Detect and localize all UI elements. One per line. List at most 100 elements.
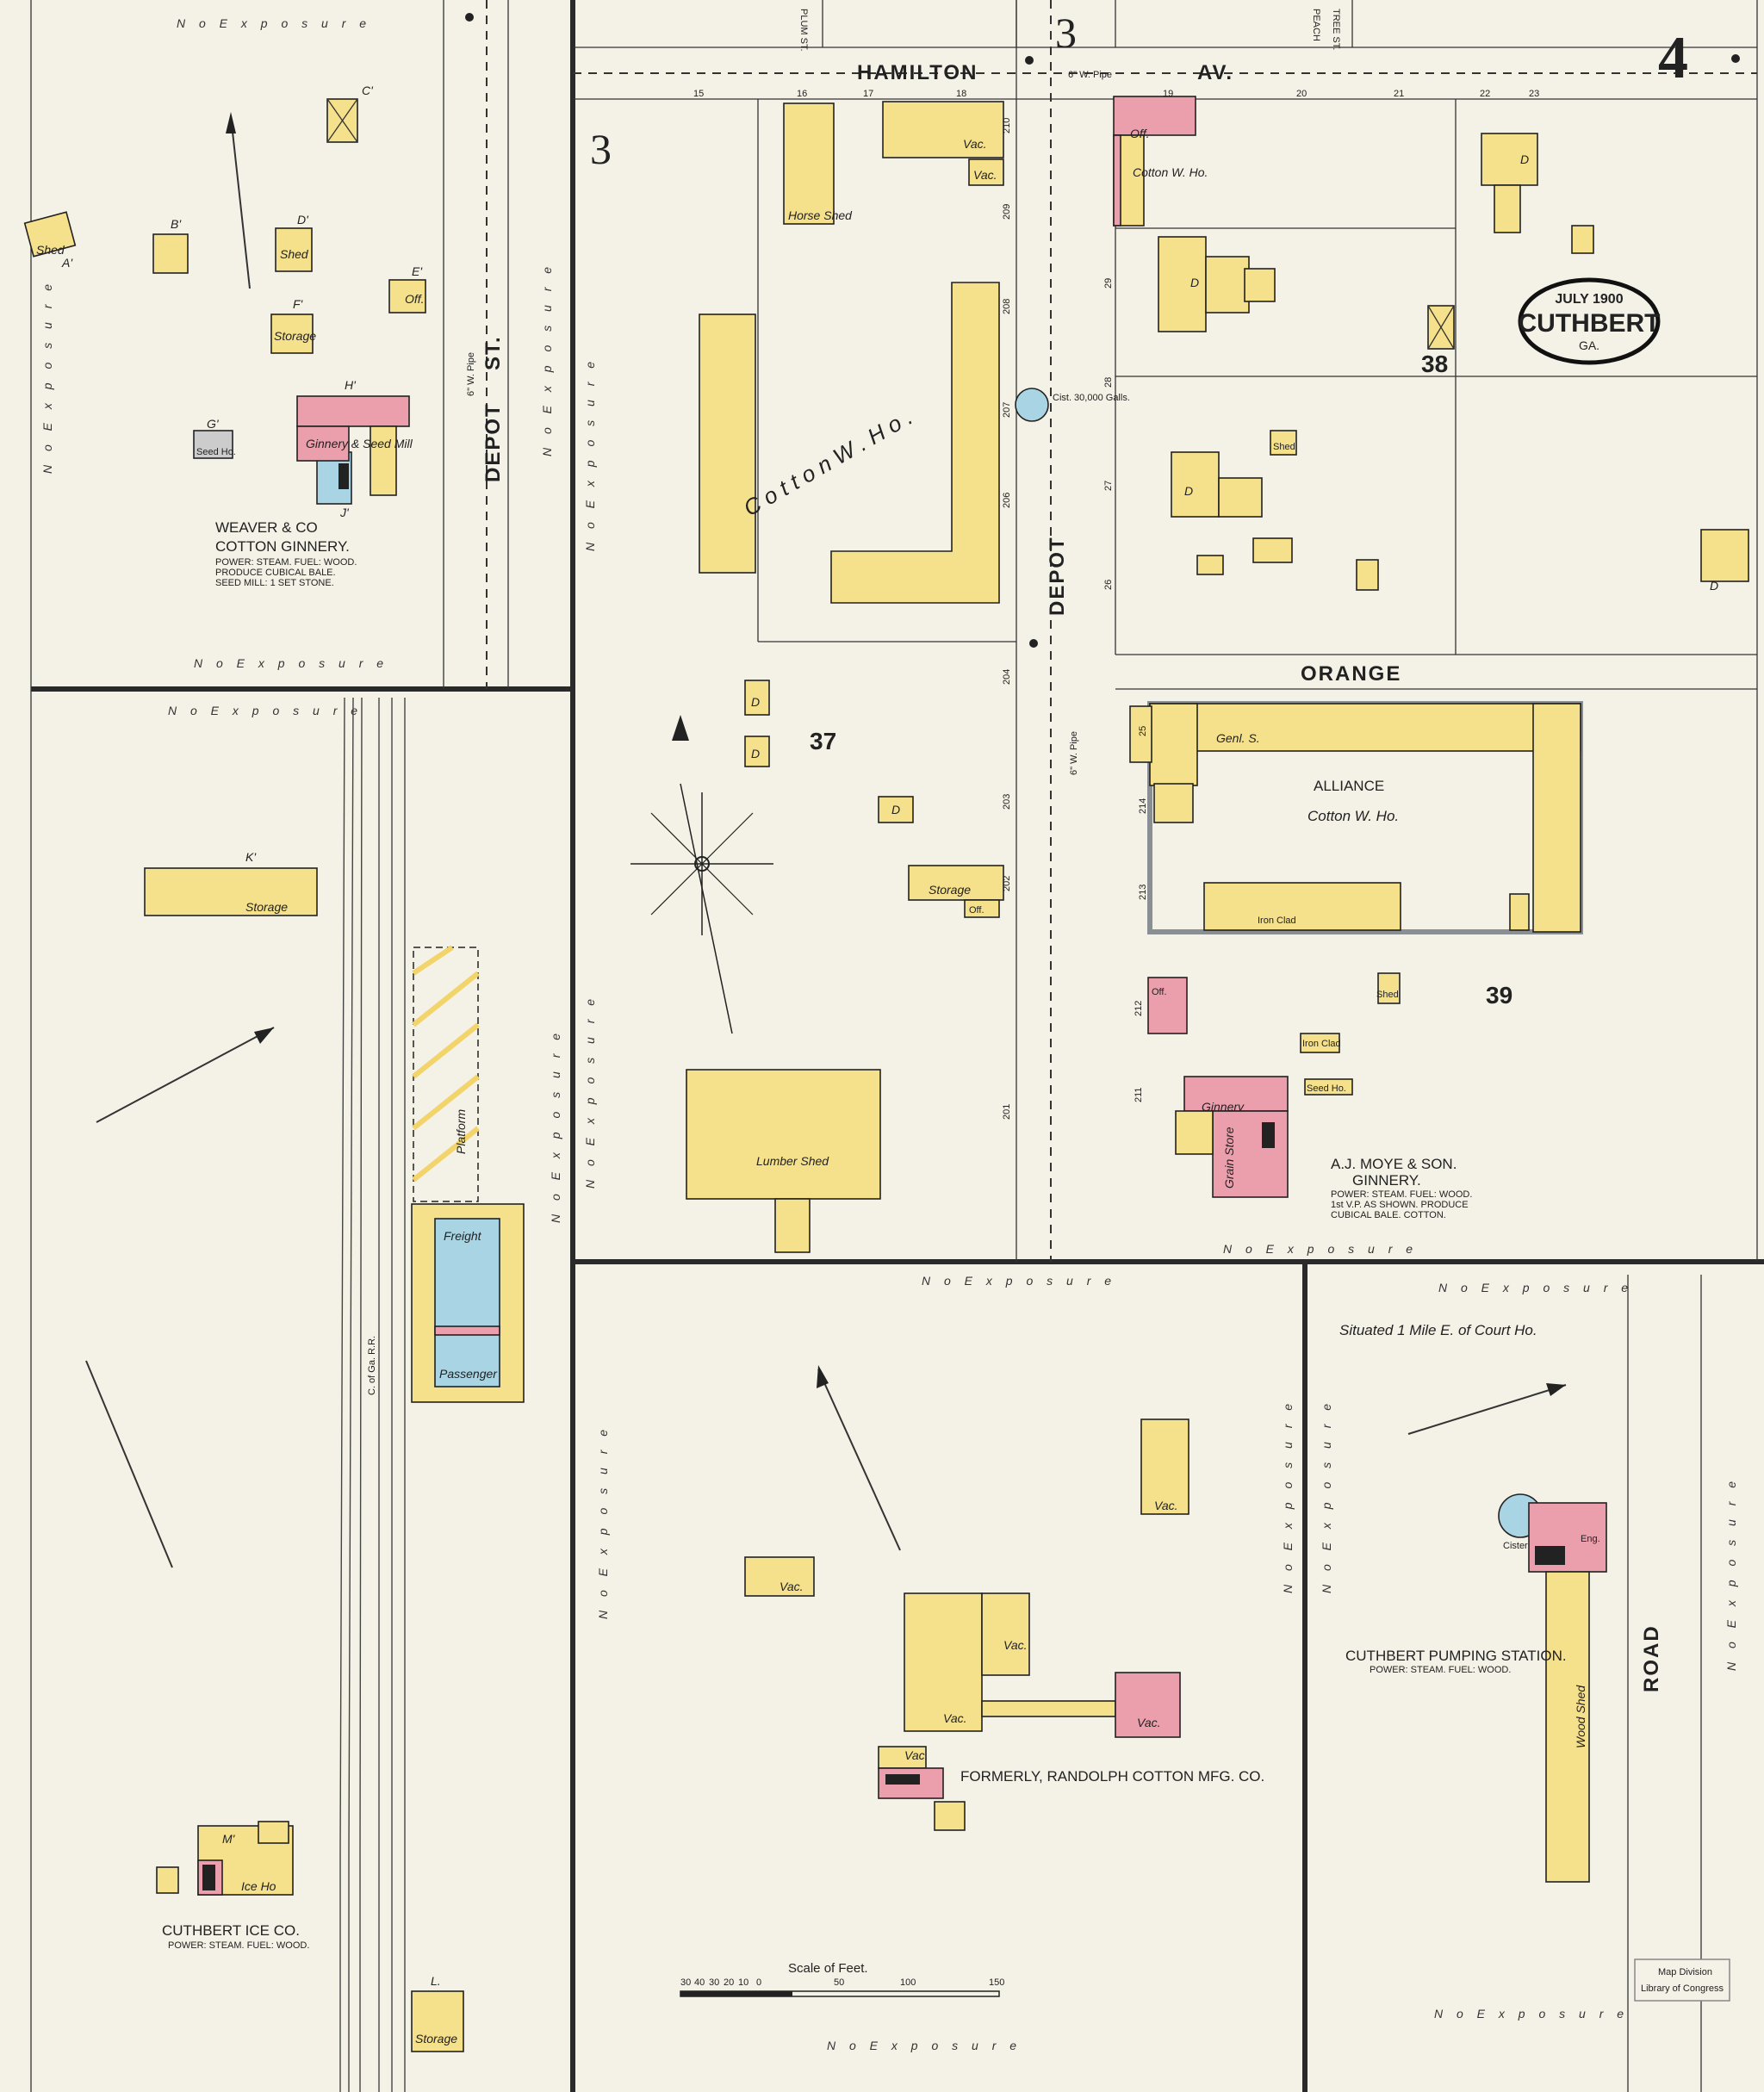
weaver-seed-ho-label: Seed Ho. [196,447,236,457]
weaver-off-label: Off. [405,292,425,306]
compass-needle [680,783,733,1034]
randolph-north-arrow-head [817,1365,829,1388]
randolph-main-label: Vac. [943,1711,967,1725]
loc-stamp-line1: Map Division [1658,1967,1712,1977]
passenger-label: Passenger [439,1367,498,1381]
weaver-notes-2: PRODUCE CUBICAL BALE. [215,568,336,578]
vac-label-2: Vac. [973,168,997,182]
dwelling-a-label: D [1190,276,1199,289]
scale-tick-8: 150 [989,1977,1004,1988]
l-storage [411,1990,464,2052]
address-206: 206 [1002,493,1012,508]
address-210: 210 [1002,118,1012,133]
address-numbers: 15 16 17 18 19 20 21 22 23 210 209 208 2… [693,89,1539,1120]
ice-boiler [202,1865,215,1890]
weaver-label-d: D' [297,213,309,227]
k-storage [144,867,318,916]
moye-grain-store-label: Grain Store [1222,1127,1236,1189]
dwelling-c-label: D [1520,152,1529,166]
randolph-b-vac [744,1556,815,1597]
pumping-eng-label: Eng. [1581,1534,1600,1544]
moye-ginnery-label: Ginnery [1202,1100,1245,1114]
hatch-2 [412,971,480,1027]
scale-tick-7: 100 [900,1977,916,1988]
randolph-h-boiler [885,1774,920,1785]
lumber-shed-extension [774,1198,811,1253]
lumber-shed [686,1069,881,1200]
block-number-39: 39 [1486,982,1512,1009]
pumping-north-arrow-head [1546,1383,1566,1396]
cotton-w-ho-small-label: Cotton W. Ho. [1133,165,1208,179]
randolph-f-corridor [981,1700,1116,1717]
address-20: 20 [1296,89,1307,99]
lumber-shed-label: Lumber Shed [756,1154,829,1168]
dwelling-a-wing [1205,256,1250,313]
pumping-boiler [1535,1546,1565,1565]
no-exposure-14: N o E x p o s u r e [596,1425,610,1619]
no-exposure-3: N o E x p o s u r e [168,704,363,717]
l-label: L. [431,1974,441,1988]
loc-stamp-line2: Library of Congress [1641,1983,1724,1994]
scale-tick-0: 30 [680,1977,691,1988]
moye-office [1147,977,1188,1034]
weaver-north-arrow [230,115,251,289]
alliance-shed [1153,783,1194,823]
ice-house-annex [258,1821,289,1844]
no-exposure-10: N o E x p o s u r e [540,262,554,456]
address-18: 18 [956,89,966,99]
dwelling-37-c-label: D [891,803,900,816]
scale-tick-3: 20 [724,1977,734,1988]
ice-notes: POWER: STEAM. FUEL: WOOD. [168,1940,309,1951]
dwelling-d-label: D [1710,579,1718,593]
weaver-ginnery-wing [296,425,350,462]
address-28: 28 [1103,377,1114,388]
no-exposure-4: N o E x p o s u r e [1223,1242,1418,1256]
shed-x-cross-b [1427,305,1455,350]
weaver-title: WEAVER & CO [215,519,318,536]
loc-stamp [1634,1959,1730,2002]
address-212: 212 [1134,1001,1144,1016]
block-38: Off. Cotton W. Ho. D D Shed D D [1113,96,1749,593]
alliance-west-annex [1129,705,1152,763]
address-25: 25 [1138,726,1148,736]
address-214: 214 [1138,798,1148,814]
no-exposure-17: N o E x p o s u r e [1724,1476,1738,1671]
address-17: 17 [863,89,873,99]
weaver-side-shed [370,425,397,496]
street-peach: PEACH [1311,9,1321,41]
no-exposure-7: N o E x p o s u r e [827,2039,1022,2052]
address-21: 21 [1394,89,1404,99]
horse-shed-label: Horse Shed [788,208,853,222]
moye-boiler [1262,1122,1275,1148]
street-tree: TREE ST. [1331,9,1341,50]
cotton-warehouse-west [699,313,756,574]
pumping-north-arrow [1407,1384,1567,1435]
shed-small [1270,430,1297,456]
no-exposure-11: N o E x p o s u r e [583,357,597,551]
pumping-title: CUTHBERT PUMPING STATION. [1345,1648,1567,1664]
dwelling-37-a-label: D [751,695,760,709]
cotton-warehouse-l [830,282,1000,604]
moye-title: A.J. MOYE & SON. [1331,1156,1457,1172]
address-204: 204 [1002,669,1012,685]
wood-shed [1545,1571,1590,1883]
randolph-g-label: Vac. [904,1748,929,1762]
randolph-j [934,1801,966,1831]
hydrant-2 [1025,56,1034,65]
wood-shed-label: Wood Shed [1574,1685,1587,1748]
randolph-a-vac [1140,1418,1189,1515]
compass-rose [630,715,773,1034]
shed-small-label: Shed [1273,442,1295,452]
hatch-1 [412,945,454,976]
moye-seed-ho-label: Seed Ho. [1307,1083,1346,1094]
moye-notes-1: POWER: STEAM. FUEL: WOOD. [1331,1189,1472,1200]
ice-title: CUTHBERT ICE CO. [162,1922,300,1939]
k-storage-label: Storage [245,900,288,914]
block-number-38: 38 [1421,351,1448,377]
alliance-east-wing [1532,703,1581,933]
weaver-label-e: E' [412,264,423,278]
hatch-5 [412,1126,480,1183]
randolph-e [1115,1672,1181,1738]
alliance-gent-s-label: Genl. S. [1216,731,1260,745]
